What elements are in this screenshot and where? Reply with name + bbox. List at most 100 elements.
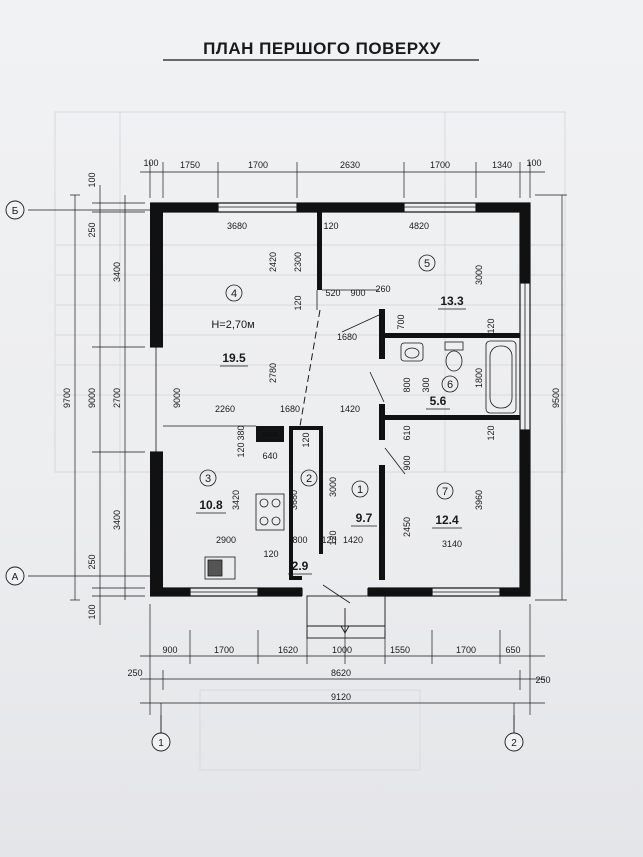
room-1-marker: [351, 480, 369, 498]
room-5-area: 13.3: [440, 294, 464, 308]
dim-left-total-a: 9700: [62, 388, 72, 408]
dim-900-b: 900: [402, 455, 412, 470]
exterior-walls: [150, 202, 531, 597]
windows: [155, 206, 526, 593]
dim-1420-a: 1420: [340, 404, 360, 414]
room-7-marker: [436, 482, 454, 500]
dim-120-i: 120: [263, 549, 278, 559]
dim-3000-a: 3000: [474, 265, 484, 285]
axis-label-a: А: [12, 572, 19, 583]
dim-2260: 2260: [215, 404, 235, 414]
dim-overall-left-250: 250: [127, 668, 142, 678]
dim-120-f: 120: [321, 535, 336, 545]
dim-3420: 3420: [231, 490, 241, 510]
dim-4820: 4820: [409, 221, 429, 231]
axis-label-1: 1: [158, 738, 164, 749]
room-3-marker: [199, 469, 217, 487]
dim-3680: 3680: [227, 221, 247, 231]
dim-120-b: 120: [293, 295, 303, 310]
room-3-area: 10.8: [199, 498, 223, 512]
dim-top-2: 1750: [180, 160, 200, 170]
dim-overall-outer: 9120: [331, 692, 351, 702]
dim-120-e: 120: [486, 425, 496, 440]
dim-3000-b: 3000: [328, 477, 338, 497]
room-1-number: 1: [357, 484, 363, 496]
dim-700: 700: [396, 314, 406, 329]
interior-wall-outlines: [163, 289, 379, 427]
dimension-lines: [28, 162, 567, 735]
room-7-area: 12.4: [435, 513, 459, 527]
interior-dimensions: 3680 120 4820 2420 2300 120 520 900 260 …: [215, 221, 496, 559]
bathtub: [485, 340, 517, 414]
bottom-dimensions: 900 1700 1620 1000 1550 1700 650 250 862…: [127, 645, 550, 702]
room-4-number: 4: [231, 288, 237, 300]
dim-640: 640: [262, 451, 277, 461]
room-2-marker: [300, 469, 318, 487]
room-1-area: 9.7: [356, 511, 373, 525]
dim-900-a: 900: [350, 288, 365, 298]
dim-120-c: 120: [486, 318, 496, 333]
top-dimensions: 100 1750 1700 2630 1700 1340 100: [143, 158, 541, 170]
dim-top-7: 100: [526, 158, 541, 168]
dim-1680-b: 1680: [280, 404, 300, 414]
dim-2780: 2780: [268, 363, 278, 383]
dim-120-g: 120: [301, 432, 311, 447]
dim-bottom-6: 1700: [456, 645, 476, 655]
dim-800-b: 800: [292, 535, 307, 545]
dim-1800: 1800: [474, 368, 484, 388]
dim-bottom-1: 900: [162, 645, 177, 655]
ceiling-height: Н=2,70м: [211, 319, 254, 331]
dim-800-a: 800: [402, 377, 412, 392]
dim-300: 300: [421, 377, 431, 392]
room-6-number: 6: [447, 379, 453, 391]
dim-1420-b: 1420: [343, 535, 363, 545]
dim-left-7: 100: [87, 604, 97, 619]
room-2-number: 2: [306, 473, 312, 485]
dim-right-total: 9500: [551, 388, 561, 408]
dim-left-1: 100: [87, 172, 97, 187]
room4-boundary-dashed: [299, 309, 321, 427]
left-dimensions: 9700 9000 100 250 3400 2700 3400 250 100…: [62, 172, 561, 619]
dim-2450: 2450: [402, 517, 412, 537]
room-6-marker: [441, 375, 459, 393]
exterior-wall-outline: [150, 202, 531, 597]
axis-marker-a: [5, 566, 25, 586]
plan-title: ПЛАН ПЕРШОГО ПОВЕРХУ: [203, 39, 441, 58]
dim-520: 520: [325, 288, 340, 298]
room-2-area: 2.9: [292, 559, 309, 573]
dim-left-inner-9000: 9000: [172, 388, 182, 408]
entrance-porch: [306, 595, 386, 639]
dim-610: 610: [402, 425, 412, 440]
room-7-number: 7: [442, 486, 448, 498]
toilet: [444, 341, 464, 351]
room-3-number: 3: [205, 473, 211, 485]
dim-overall-inner: 8620: [331, 668, 351, 678]
axis-marker-1: [151, 732, 171, 752]
dim-left-3: 3400: [112, 262, 122, 282]
dim-bottom-4: 1000: [332, 645, 352, 655]
dim-left-total-b: 9000: [87, 388, 97, 408]
sink: [204, 556, 236, 580]
dim-120-d: 120: [236, 442, 246, 457]
dim-bottom-3: 1620: [278, 645, 298, 655]
axis-marker-b: [5, 200, 25, 220]
dim-120-h: 120: [328, 530, 338, 545]
dim-3960: 3960: [474, 490, 484, 510]
interior-walls: [256, 212, 520, 580]
dim-2900: 2900: [216, 535, 236, 545]
stove: [255, 493, 285, 531]
washbasin: [400, 342, 424, 362]
room-labels: [199, 254, 459, 500]
dim-top-5: 1700: [430, 160, 450, 170]
exterior-wall-inner-outline: [163, 211, 521, 589]
dim-left-2: 250: [87, 222, 97, 237]
dim-left-6: 250: [87, 554, 97, 569]
dim-bottom-7: 650: [505, 645, 520, 655]
dim-120-a: 120: [323, 221, 338, 231]
dim-3140: 3140: [442, 539, 462, 549]
room-4-area: 19.5: [222, 351, 246, 365]
fixtures: [204, 340, 517, 580]
dim-1680-a: 1680: [337, 332, 357, 342]
axis-markers: [5, 200, 524, 752]
